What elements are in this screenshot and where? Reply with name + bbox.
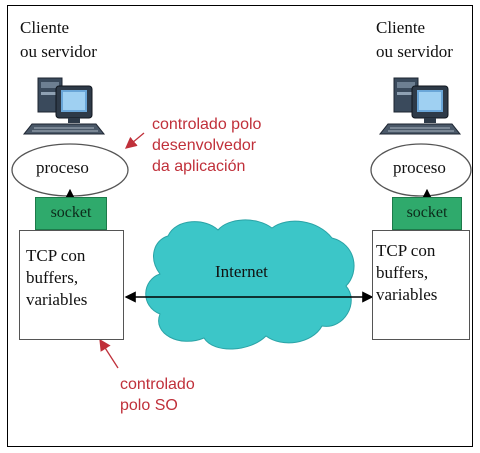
right-tcp-line2: buffers, — [376, 263, 429, 282]
left-socket: socket — [35, 197, 107, 230]
left-tcp-line3: variables — [26, 290, 88, 309]
internet-cloud — [145, 219, 355, 350]
left-host-label-line2: ou servidor — [20, 42, 97, 61]
left-host-label: Cliente ou servidor — [20, 16, 97, 64]
left-tcp-line1: TCP con — [26, 246, 86, 265]
developer-annotation-arrow — [125, 132, 145, 149]
left-tcp-text: TCP con buffers, variables — [26, 245, 87, 311]
developer-annotation-line3: da aplicación — [152, 158, 246, 175]
right-tcp-line1: TCP con — [376, 241, 436, 260]
right-tcp-box — [372, 230, 470, 340]
os-annotation-line1: controlado — [120, 376, 195, 393]
right-host-label: Cliente ou servidor — [376, 16, 453, 64]
left-host-label-line1: Cliente — [20, 18, 70, 37]
left-process-label: proceso — [36, 158, 89, 177]
right-tcp-line3: variables — [376, 285, 438, 304]
right-process-label: proceso — [393, 158, 446, 177]
right-computer-icon — [378, 77, 462, 135]
os-annotation-arrow — [99, 338, 119, 369]
left-computer-icon — [22, 77, 106, 135]
developer-annotation-line2: desenvolvedor — [152, 137, 257, 154]
developer-annotation-line1: controlado polo — [152, 116, 262, 133]
right-host-label-line1: Cliente — [376, 18, 426, 37]
os-annotation: controlado polo SO — [120, 374, 195, 416]
os-annotation-line2: polo SO — [120, 397, 178, 414]
right-host-label-line2: ou servidor — [376, 42, 453, 61]
internet-label: Internet — [215, 262, 268, 281]
developer-annotation: controlado polo desenvolvedor da aplicac… — [152, 114, 261, 177]
left-tcp-box — [19, 230, 124, 340]
diagram-frame — [7, 5, 473, 447]
right-tcp-text: TCP con buffers, variables — [376, 240, 437, 306]
left-tcp-line2: buffers, — [26, 268, 79, 287]
right-socket: socket — [392, 197, 462, 230]
right-process-ellipse — [370, 143, 472, 197]
